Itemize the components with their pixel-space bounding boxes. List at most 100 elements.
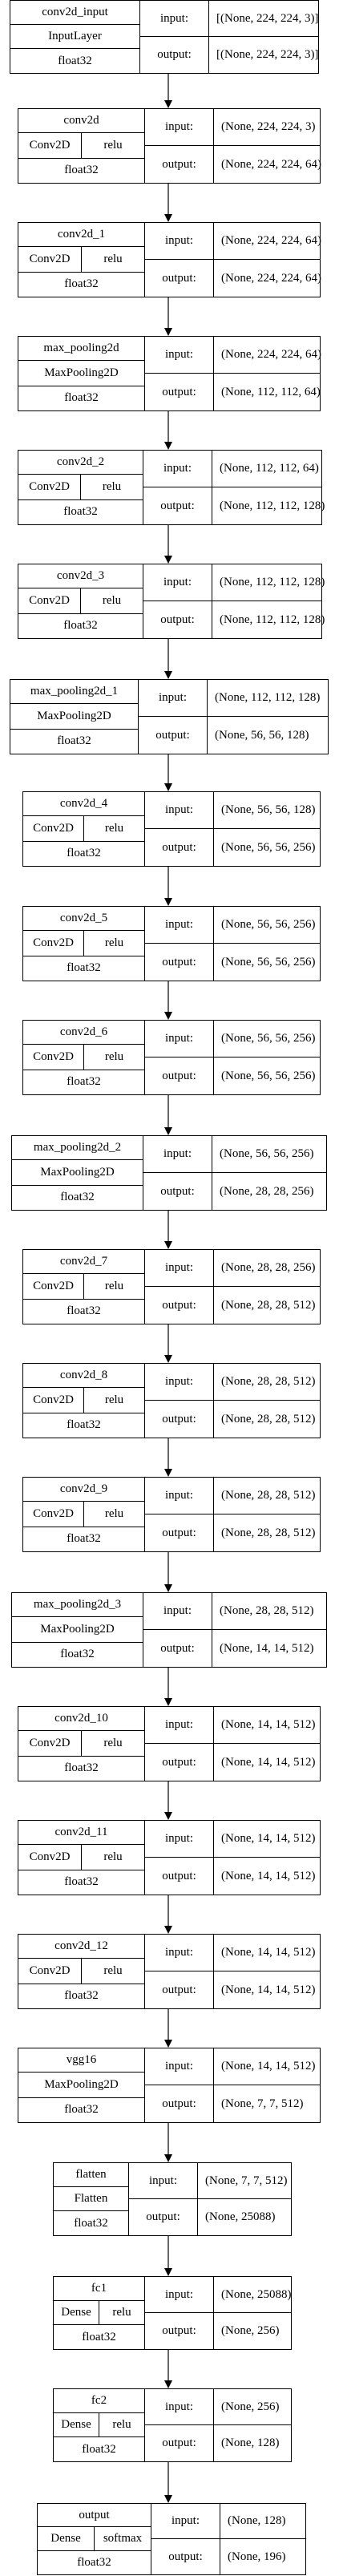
layer-name: conv2d_8 <box>23 1364 144 1389</box>
output-shape: (None, 14, 14, 512) <box>221 1755 316 1769</box>
output-shape: (None, 14, 14, 512) <box>220 1641 314 1655</box>
input-shape: (None, 224, 224, 64) <box>214 337 321 374</box>
layer-type: Conv2D <box>33 936 74 949</box>
shape-values: (None, 56, 56, 256)(None, 56, 56, 256) <box>214 907 320 981</box>
shape-values: (None, 112, 112, 64)(None, 112, 112, 128… <box>212 451 325 524</box>
input-label: input: <box>145 2277 213 2313</box>
shape-values: (None, 7, 7, 512)(None, 25088) <box>198 2163 291 2235</box>
output-label: output: <box>162 840 196 854</box>
input-label: input: <box>145 2389 213 2425</box>
layer-dtype: float32 <box>82 2330 116 2343</box>
layer-activation: relu <box>81 1845 144 1870</box>
layer-dtype: float32 <box>57 734 91 748</box>
layer-type: Flatten <box>54 2187 128 2212</box>
edge-arrowhead <box>164 898 172 906</box>
shape-prompts: input:output: <box>145 109 214 183</box>
shape-prompts: input:output: <box>143 451 212 524</box>
input-label: input: <box>145 1364 213 1401</box>
shape-values: (None, 56, 56, 256)(None, 56, 56, 256) <box>214 1021 320 1094</box>
layer-type-row: Conv2D relu <box>23 1045 144 1070</box>
output-shape: (None, 56, 56, 256) <box>221 840 316 854</box>
output-shape: (None, 256) <box>221 2324 280 2337</box>
input-label: input: <box>145 907 213 944</box>
layer-activation: relu <box>83 1502 144 1527</box>
edge-arrowhead <box>164 442 172 450</box>
shape-values: (None, 112, 112, 128)(None, 56, 56, 128) <box>208 680 328 754</box>
layer-dtype: float32 <box>63 619 98 633</box>
shape-prompts: input:output: <box>139 680 208 754</box>
input-shape: (None, 128) <box>220 2504 305 2539</box>
layer-activation: relu <box>83 1045 144 1070</box>
output-label: output: <box>162 1983 196 1996</box>
shape-prompts: input:output: <box>143 564 212 638</box>
edge-arrowhead <box>164 1241 172 1249</box>
shape-prompts: input:output: <box>145 1935 214 2008</box>
layer-type: Conv2D <box>29 1736 71 1749</box>
layer-dtype: float32 <box>67 847 101 860</box>
output-label: output: <box>160 613 195 626</box>
layer-name: max_pooling2d_1 <box>10 680 138 705</box>
input-shape: (None, 28, 28, 512) <box>214 1478 320 1514</box>
edge-arrowhead <box>164 328 172 336</box>
layer-type: MaxPooling2D <box>12 1617 143 1643</box>
layer-name: conv2d_5 <box>23 907 144 932</box>
shape-values: (None, 56, 56, 256)(None, 28, 28, 256) <box>212 1136 326 1210</box>
shape-prompts: input:output: <box>145 1821 214 1895</box>
input-label: input: <box>145 1707 213 1744</box>
input-label: input: <box>143 1593 212 1630</box>
input-label: input: <box>129 2163 197 2199</box>
shape-prompts: input:output: <box>145 2389 214 2461</box>
layer-name: max_pooling2d <box>18 337 144 362</box>
layer-type: Conv2D <box>33 1049 74 1063</box>
layer-activation: relu <box>81 133 144 158</box>
output-shape: (None, 28, 28, 256) <box>220 1184 314 1198</box>
output-shape: (None, 128) <box>221 2436 280 2449</box>
layer-dtype: float32 <box>64 2103 99 2117</box>
layer-dtype: float32 <box>63 505 98 519</box>
shape-prompts: input:output: <box>145 2277 214 2349</box>
output-shape: (None, 196) <box>228 2550 286 2563</box>
output-shape: (None, 112, 112, 128) <box>220 613 325 626</box>
layer-name: output <box>38 2504 151 2528</box>
output-label: output: <box>146 2210 180 2223</box>
layer-name: conv2d_10 <box>18 1707 144 1732</box>
input-shape: [(None, 224, 224, 3)] <box>209 1 318 37</box>
output-label: output: <box>162 157 196 171</box>
input-shape: (None, 56, 56, 256) <box>214 907 320 944</box>
input-label: input: <box>139 680 207 717</box>
input-shape: (None, 14, 14, 512) <box>214 1707 320 1744</box>
layer-name: vgg16 <box>18 2048 144 2073</box>
edge-arrowhead <box>164 1012 172 1020</box>
layer-activation: relu <box>83 1274 144 1299</box>
shape-values: (None, 128) (None, 196) <box>220 2504 305 2574</box>
layer-dtype: float32 <box>64 277 99 291</box>
